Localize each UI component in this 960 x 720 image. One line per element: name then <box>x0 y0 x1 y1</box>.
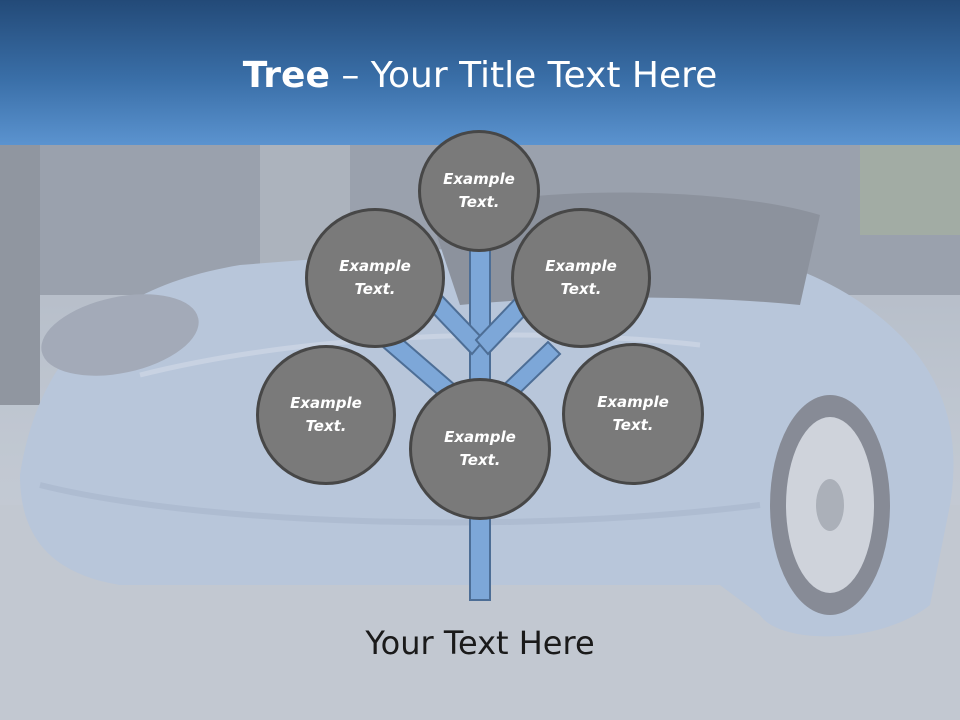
node-text: Example Text. <box>339 257 411 298</box>
title-text: – Your Title Text Here <box>329 55 718 96</box>
title-bold: Tree <box>242 55 330 96</box>
title-band <box>0 0 960 145</box>
tree-node-center: Example Text. <box>409 378 551 520</box>
node-text: Example Text. <box>597 393 669 434</box>
node-text: Example Text. <box>444 428 516 469</box>
tree-node-upper-left: Example Text. <box>305 208 445 348</box>
tree-node-lower-left: Example Text. <box>256 345 396 485</box>
tree-node-top: Example Text. <box>418 130 540 252</box>
node-text: Example Text. <box>290 394 362 435</box>
tree-node-upper-right: Example Text. <box>511 208 651 348</box>
node-text: Example Text. <box>545 257 617 298</box>
tree-node-lower-right: Example Text. <box>562 343 704 485</box>
caption-text: Your Text Here <box>365 624 595 662</box>
slide-title: Tree – Your Title Text Here <box>0 54 960 98</box>
node-text: Example Text. <box>443 170 515 211</box>
